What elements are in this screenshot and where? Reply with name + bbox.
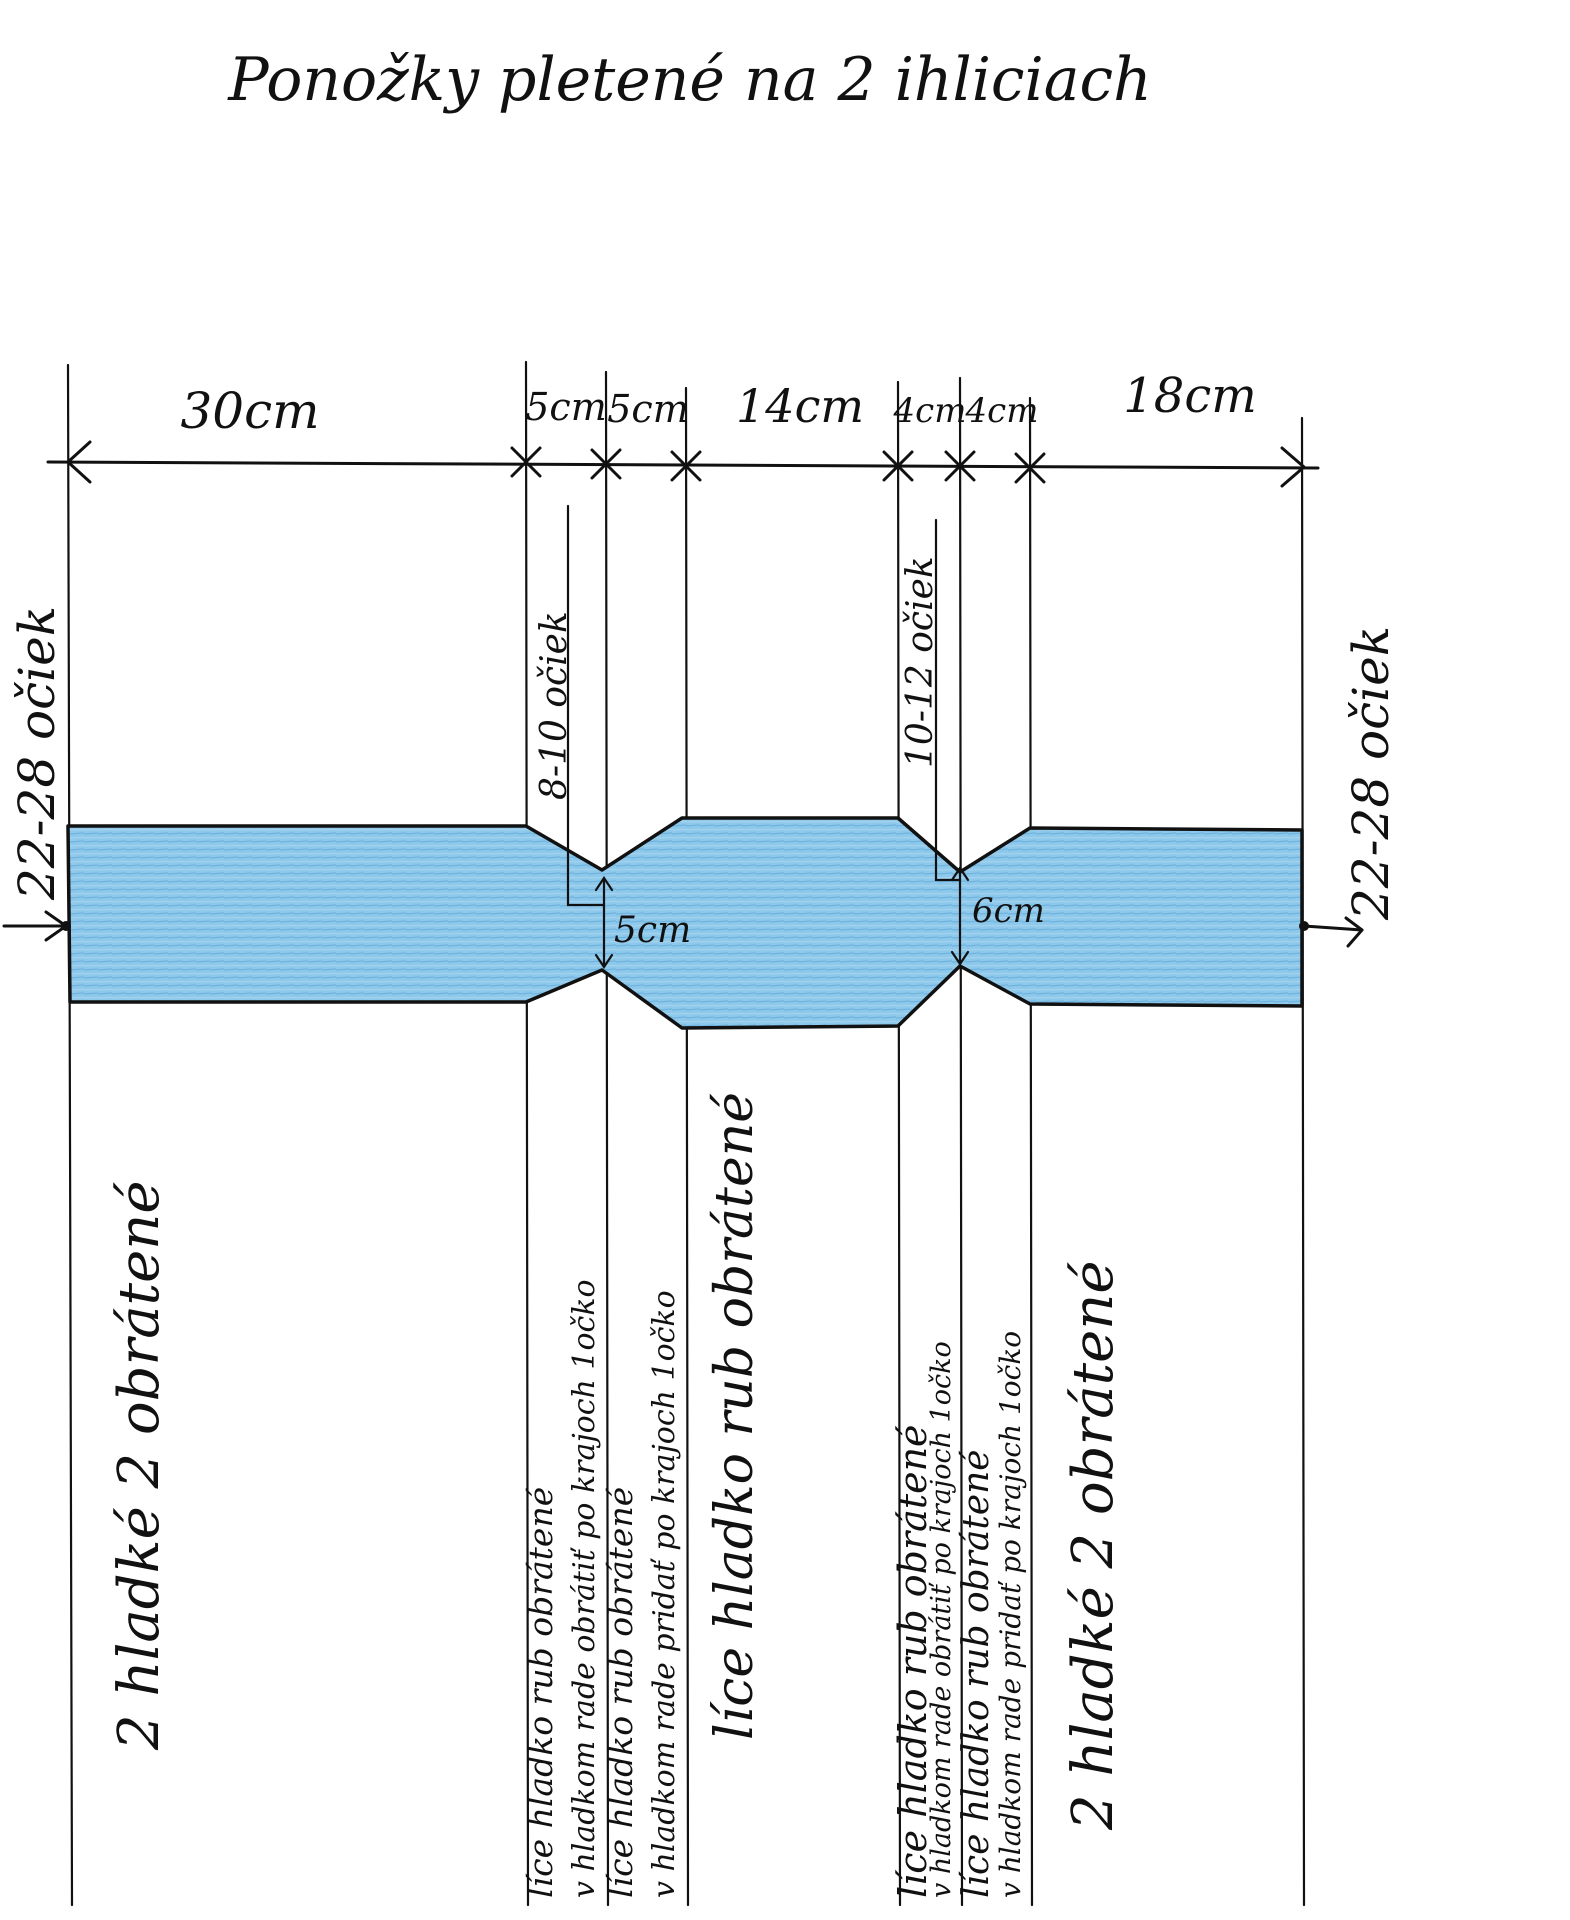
dimension-line (46, 440, 1320, 488)
heel-height-label: 5cm (614, 910, 691, 951)
instruction-heel-2a: líce hladko rub obrátené (601, 1487, 640, 1898)
dimension-label-toe-1: 4cm (893, 391, 967, 431)
left-stitch-count: 22-28 očiek (8, 606, 66, 901)
instruction-heel-2b: v hladkom rade pridať po krajoch 1očko (647, 1290, 682, 1898)
right-stitch-count: 22-28 očiek (1342, 626, 1400, 921)
dimension-label-heel-2: 5cm (607, 387, 689, 431)
dimension-label-foot: 14cm (736, 379, 864, 433)
instruction-toe-1a: líce hladko rub obrátené (891, 1424, 935, 1898)
diagram-title: Ponožky pletené na 2 ihliciach (227, 45, 1151, 115)
vertical-guide-lines (66, 360, 1306, 1907)
heel-annotation: 8-10 očiek 5cm (534, 504, 691, 969)
section-instructions: 2 hladké 2 obrátené líce hladko rub obrá… (107, 1092, 1126, 1898)
dimension-label-cuff: 30cm (180, 382, 319, 440)
left-stitch-label: 22-28 očiek (2, 606, 71, 942)
instruction-toe-1b: v hladkom rade obrátiť po krajoch 1očko (926, 1341, 957, 1898)
instruction-heel-1b: v hladkom rade obrátiť po krajoch 1očko (567, 1279, 602, 1898)
toe-height-label: 6cm (972, 891, 1045, 931)
instruction-foot: líce hladko rub obrátené (705, 1092, 765, 1740)
instruction-end: 2 hladké 2 obrátené (1061, 1260, 1126, 1831)
dimension-label-heel-1: 5cm (525, 385, 607, 429)
instruction-toe-2a: líce hladko rub obrátené (956, 1449, 997, 1898)
dimension-label-end: 18cm (1123, 368, 1256, 424)
toe-stitch-count: 10-12 očiek (900, 556, 941, 768)
sock-strip (66, 816, 1304, 1030)
instruction-toe-2b: v hladkom rade pridať po krajoch 1očko (994, 1331, 1027, 1898)
dimension-labels: 30cm 5cm 5cm 14cm 4cm 4cm 18cm (180, 368, 1256, 440)
instruction-heel-1a: líce hladko rub obrátené (521, 1487, 560, 1898)
toe-annotation: 10-12 očiek 6cm (900, 518, 1045, 966)
right-stitch-label: 22-28 očiek (1299, 626, 1400, 948)
dimension-label-toe-2: 4cm (965, 391, 1039, 431)
instruction-cuff: 2 hladké 2 obrátené (107, 1180, 172, 1751)
